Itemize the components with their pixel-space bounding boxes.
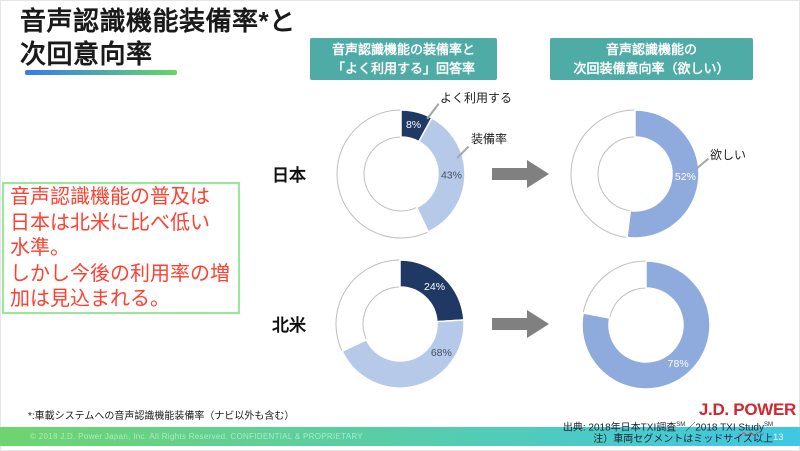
- donut-empty-segment: [582, 260, 647, 319]
- sm-mark: SM: [676, 422, 686, 428]
- donut-north-america-intent: 78%: [571, 250, 721, 400]
- row-label-japan: 日本: [272, 166, 306, 185]
- header-intent-rate-line2: 次回装備意向率（欲しい）: [573, 61, 730, 76]
- donut-segment: [581, 260, 711, 390]
- header-intent-rate-line1: 音声認識機能の: [605, 42, 697, 57]
- donut-chart-svg: 8% 43%: [336, 109, 466, 239]
- key-message-line: 加は見込まれる。: [10, 288, 170, 310]
- sm-mark: SM: [764, 422, 773, 428]
- donut-percent-label: 43%: [441, 170, 462, 182]
- slide-title: 音声認識機能装備率*と 次回意向率: [20, 5, 296, 71]
- key-message-line: 音声認識機能の普及は: [10, 186, 210, 208]
- source-block: 出典: 2018年日本TXI調査SM／2018 TXI StudySM 注）車両…: [563, 419, 773, 446]
- donut-percent-label: 52%: [675, 171, 696, 183]
- slide-title-line1: 音声認識機能装備率*と: [20, 6, 296, 36]
- donut-percent-label: 8%: [406, 119, 421, 131]
- donut-chart-svg: 52%: [570, 109, 700, 239]
- callout-often-use: よく利用する: [440, 91, 513, 105]
- row-label-north-america: 北米: [272, 316, 306, 335]
- slide-title-line2: 次回意向率: [20, 39, 153, 69]
- donut-north-america-usage: 24% 68%: [325, 249, 475, 399]
- header-equip-rate-line2: 「よく利用する」回答率: [331, 61, 475, 76]
- title-underline: [25, 70, 177, 75]
- footer-bar: © 2018 J.D. Power Japan, Inc. All Rights…: [0, 427, 800, 446]
- arrow-japan-icon: [492, 160, 549, 188]
- key-message-line: 水準。: [10, 237, 70, 259]
- arrow-north-america-icon: [492, 310, 549, 338]
- source-note: 注）車両セグメントはミッドサイズ以上: [593, 434, 773, 446]
- donut-empty-segment: [570, 109, 636, 239]
- key-message-line: 日本は北米に比べ低い: [10, 211, 210, 234]
- donut-segment: [341, 319, 465, 389]
- page-number: 13: [773, 432, 784, 443]
- donut-percent-label: 68%: [431, 347, 452, 359]
- donut-japan-usage: 8% 43%: [326, 99, 476, 249]
- header-equip-rate: 音声認識機能の装備率と 「よく利用する」回答率: [310, 38, 497, 80]
- donut-japan-intent: 52%: [560, 99, 710, 249]
- key-message-box: 音声認識機能の普及は 日本は北米に比べ低い 水準。 しかし今後の利用率の増 加は…: [2, 182, 240, 314]
- callout-want: 欲しい: [710, 148, 747, 162]
- donut-empty-segment: [336, 109, 429, 239]
- donut-segment: [415, 116, 466, 233]
- key-message-line: しかし今後の利用率の増: [10, 262, 230, 285]
- donut-percent-label: 24%: [424, 281, 445, 293]
- source-study: Study: [738, 422, 764, 434]
- copyright-text: © 2018 J.D. Power Japan, Inc. All Rights…: [30, 432, 363, 441]
- donut-empty-segment: [335, 259, 401, 352]
- jdpower-logo: J.D. POWER: [698, 400, 796, 419]
- donut-chart-svg: 24% 68%: [335, 259, 465, 389]
- donut-chart-svg: 78%: [581, 260, 711, 390]
- header-intent-rate: 音声認識機能の 次回装備意向率（欲しい）: [550, 38, 753, 80]
- header-equip-rate-line1: 音声認識機能の装備率と: [331, 42, 475, 57]
- source-line: 出典: 2018年日本TXI調査SM／2018 TXI StudySM: [562, 422, 773, 434]
- donut-percent-label: 78%: [668, 358, 689, 370]
- callout-equip-rate: 装備率: [471, 132, 508, 146]
- donut-segment: [626, 109, 700, 239]
- footnote: *:車載システムへの音声認識機能装備率（ナビ以外も含む）: [28, 411, 295, 422]
